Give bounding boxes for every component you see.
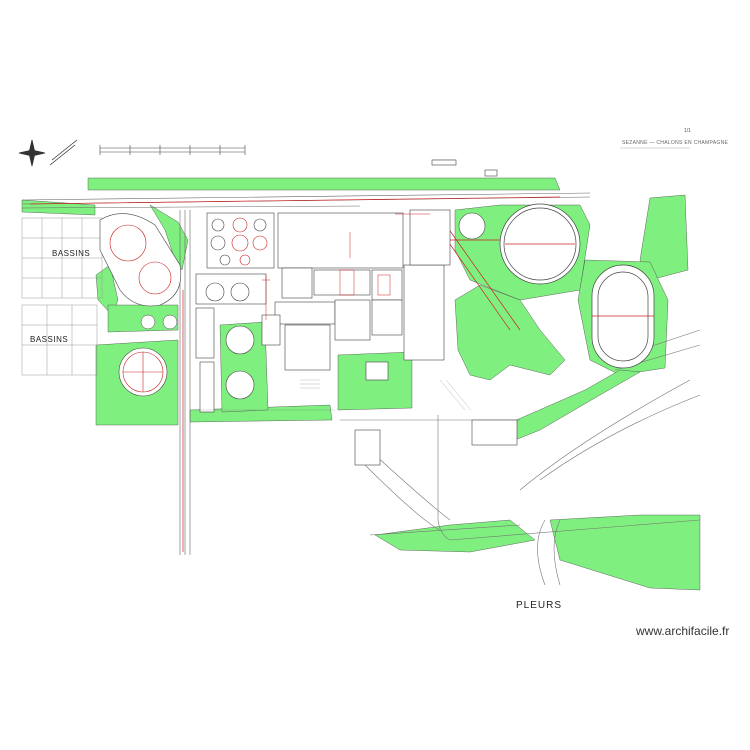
buildings xyxy=(195,159,518,466)
title-block-lines xyxy=(432,147,690,161)
sheet-number: 1/1 xyxy=(684,128,691,134)
building-details xyxy=(262,213,430,320)
tanks-green-pair xyxy=(225,325,255,400)
basin-grid-bottom xyxy=(21,304,98,376)
access-roads xyxy=(340,329,701,586)
title-block-text: SEZANNE — CHALONS EN CHAMPAGNE xyxy=(622,140,729,146)
tanks-block-mid xyxy=(195,273,267,305)
tank-oval-northwest xyxy=(99,213,182,307)
scale-bar xyxy=(99,145,246,155)
double-arrow-icon xyxy=(49,139,78,166)
watermark: www.archifacile.fr xyxy=(636,624,730,638)
green-area-northwest xyxy=(149,204,189,271)
label-bassins-top: BASSINS xyxy=(52,249,91,258)
green-area-curve-mid xyxy=(454,284,566,381)
green-area-east-slope xyxy=(504,369,641,441)
green-area-far-east xyxy=(639,194,689,281)
building-hatching xyxy=(195,379,472,411)
label-pleurs: PLEURS xyxy=(516,600,563,611)
green-area-center xyxy=(337,351,413,411)
green-area-south-right xyxy=(549,514,701,591)
compass-rose-icon xyxy=(18,139,46,167)
tank-small-pair xyxy=(140,314,178,330)
green-strip-top xyxy=(87,177,561,191)
basin-grid-top xyxy=(21,217,103,299)
track-oval xyxy=(591,264,655,369)
tank-southwest xyxy=(118,347,168,397)
tanks-block-north xyxy=(206,212,275,269)
green-area-south-wedge xyxy=(374,519,536,553)
clarifier-small xyxy=(458,212,486,240)
clarifier-large xyxy=(499,203,581,285)
label-bassins-left: BASSINS xyxy=(30,335,69,344)
